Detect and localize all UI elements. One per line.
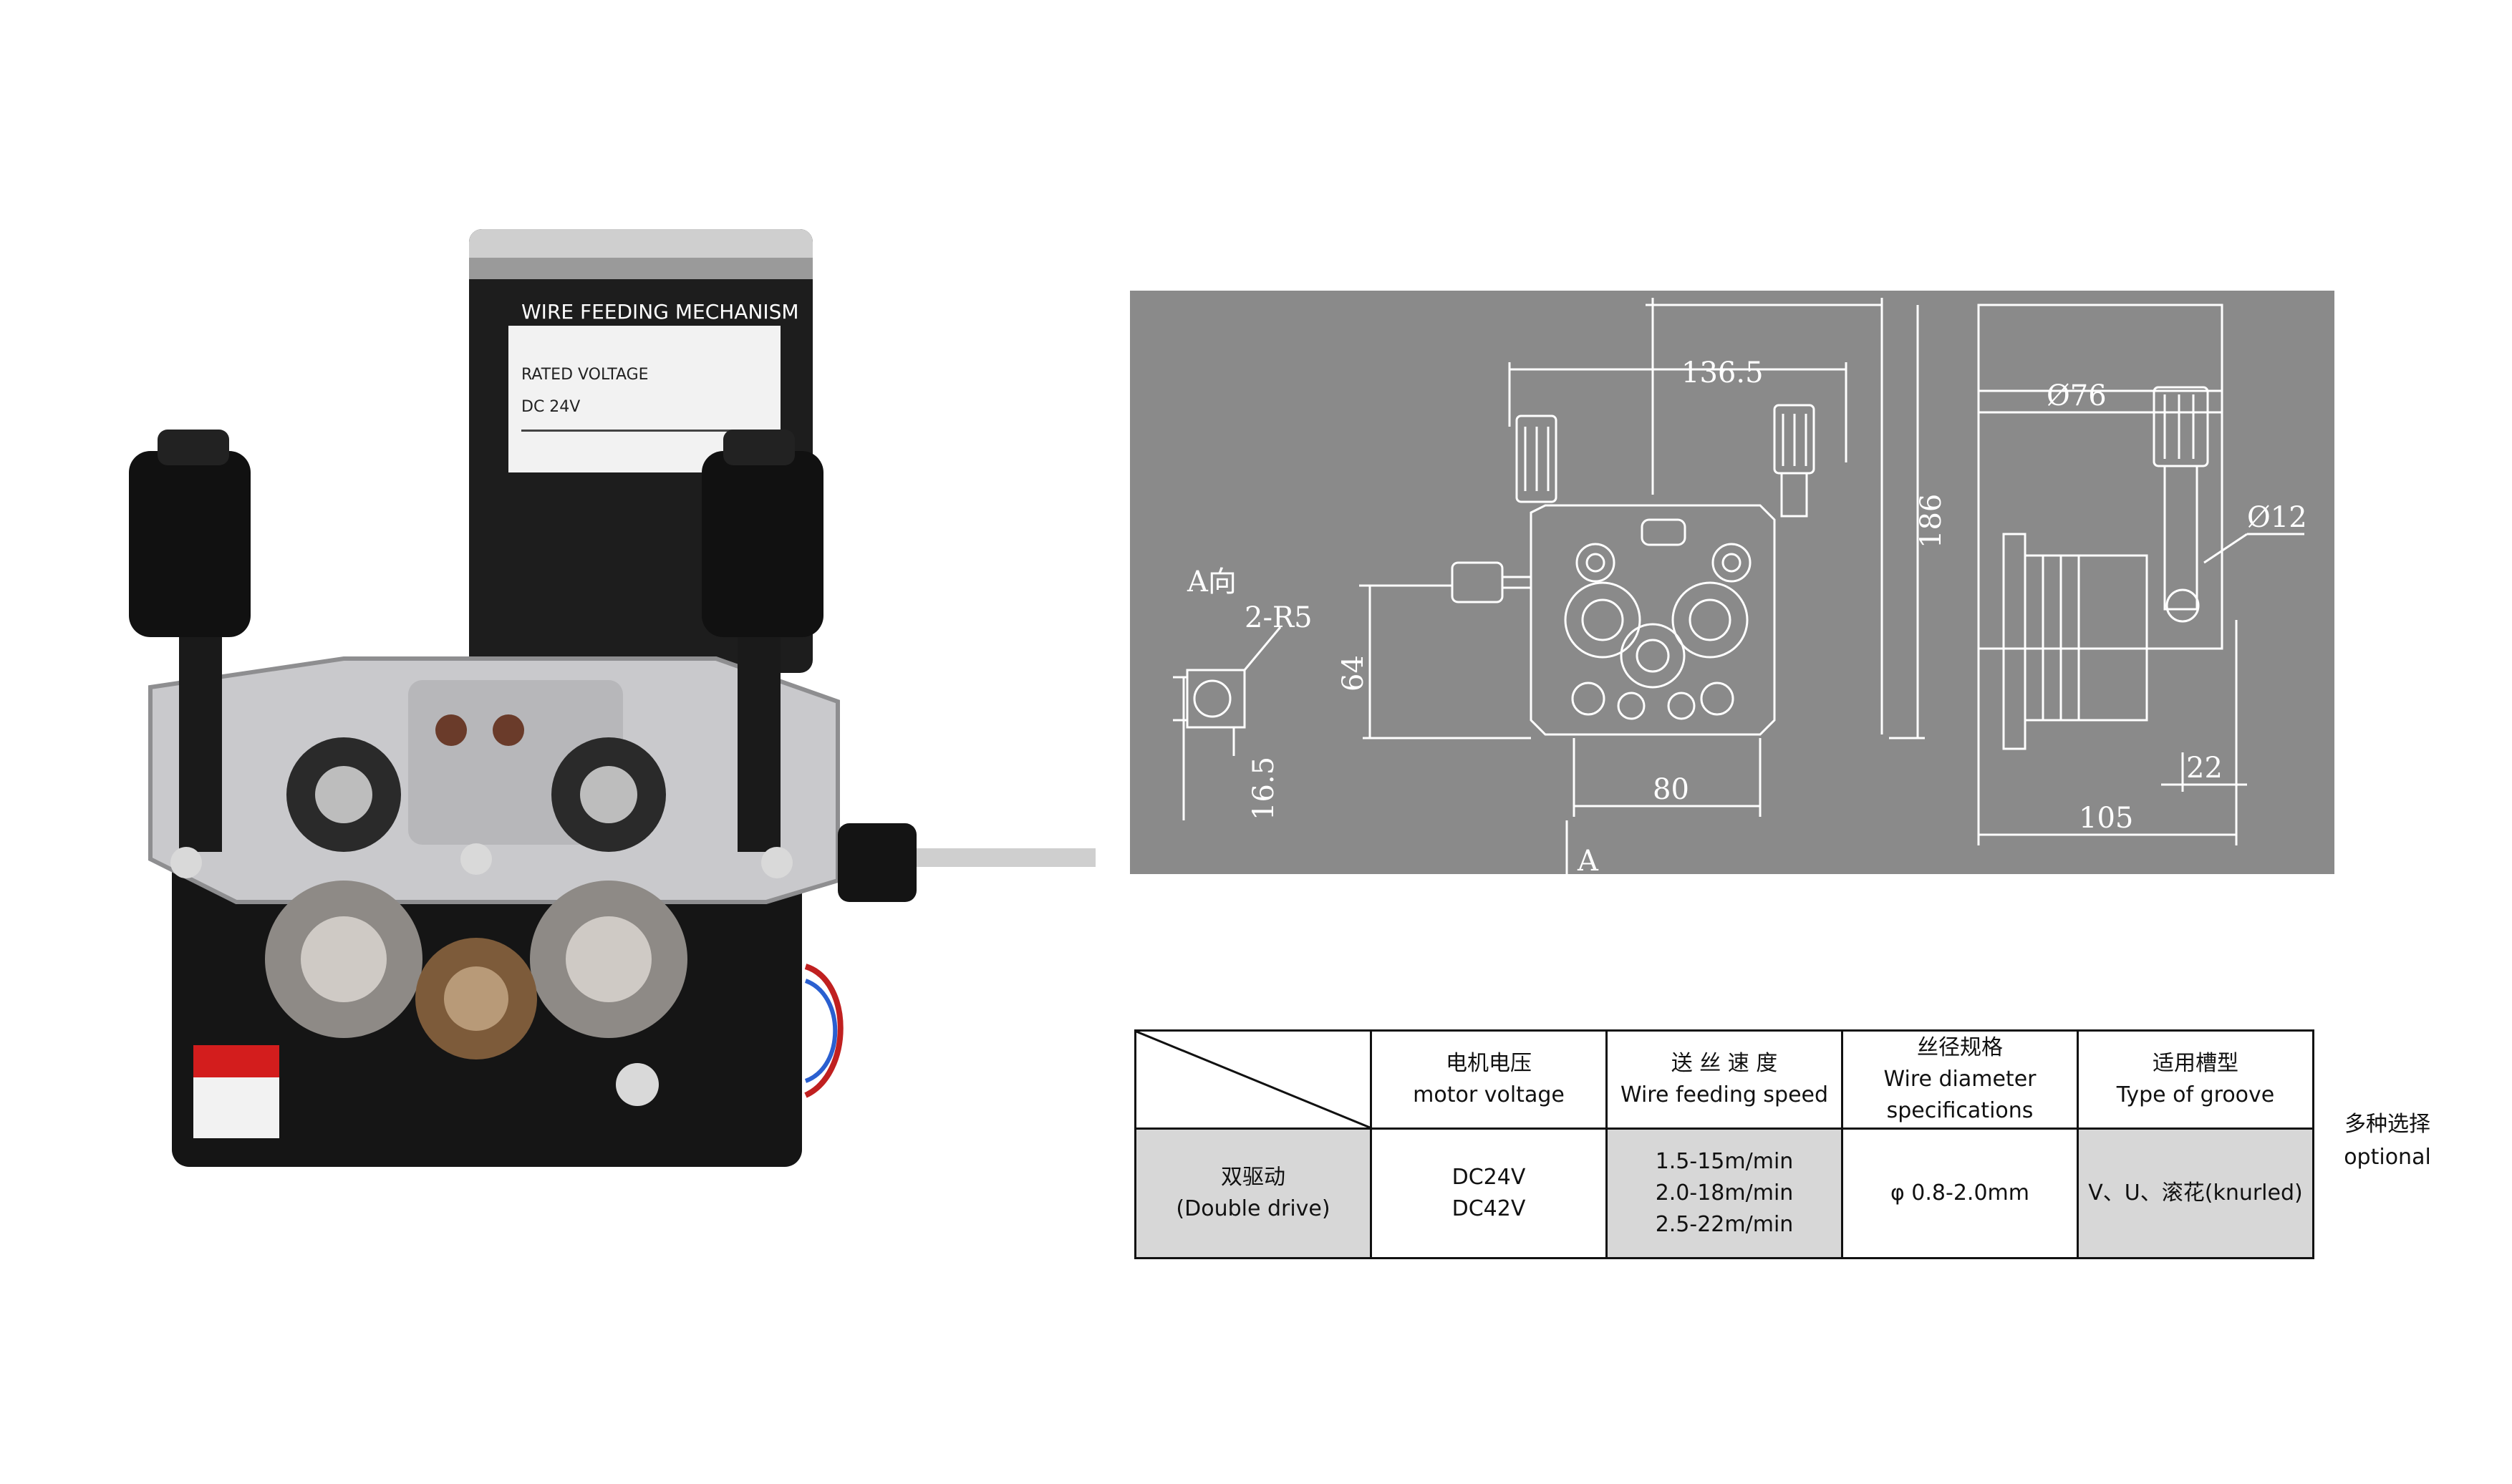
header-wire-speed-en: Wire feeding speed — [1620, 1082, 1829, 1107]
header-wire-speed-cn: 送 丝 速 度 — [1671, 1051, 1778, 1076]
groove-value: V、U、滚花(knurled) — [2088, 1180, 2303, 1206]
voltage-value: DC24V — [1451, 1165, 1526, 1190]
nameplate-voltage-label: RATED VOLTAGE — [521, 366, 649, 384]
header-groove-type: 适用槽型 Type of groove — [2077, 1029, 2314, 1130]
row-label-cell: 双驱动 (Double drive) — [1134, 1127, 1372, 1259]
technical-drawing: 136.5 186 64 80 16.5 2-R5 A向 A Ø76 Ø12 2… — [1130, 291, 2334, 874]
optional-note-en: optional — [2344, 1145, 2431, 1170]
optional-note: 多种选择 optional — [2316, 1108, 2459, 1174]
voltage-value: DC42V — [1451, 1196, 1526, 1221]
header-wire-diameter-cn: 丝径规格 — [1917, 1035, 2003, 1060]
dim-phi-76: Ø76 — [2047, 379, 2107, 412]
speed-cell: 1.5-15m/min 2.0-18m/min 2.5-22m/min — [1605, 1127, 1843, 1259]
nameplate-title: WIRE FEEDING MECHANISM — [521, 300, 799, 324]
header-motor-voltage-en: motor voltage — [1413, 1082, 1565, 1107]
row-label-en: (Double drive) — [1176, 1196, 1330, 1221]
dim-105: 105 — [2079, 802, 2133, 835]
spec-table: 电机电压 motor voltage 送 丝 速 度 Wire feeding … — [1134, 1029, 2314, 1259]
dim-136-5: 136.5 — [1681, 357, 1764, 389]
dim-186: 186 — [1915, 494, 1948, 548]
diameter-value: φ 0.8-2.0mm — [1890, 1180, 2030, 1206]
header-motor-voltage: 电机电压 motor voltage — [1370, 1029, 1608, 1130]
table-header-row: 电机电压 motor voltage 送 丝 速 度 Wire feeding … — [1134, 1029, 2314, 1130]
product-photo: WIRE FEEDING MECHANISM RATED VOLTAGE DC … — [107, 215, 1110, 1188]
groove-cell: V、U、滚花(knurled) — [2077, 1127, 2314, 1259]
row-label-cn: 双驱动 — [1221, 1165, 1285, 1190]
table-corner-cell — [1134, 1029, 1372, 1130]
header-motor-voltage-cn: 电机电压 — [1446, 1051, 1532, 1076]
dim-2-r5: 2-R5 — [1245, 601, 1313, 634]
dim-80: 80 — [1653, 773, 1689, 806]
speed-value: 2.5-22m/min — [1655, 1212, 1794, 1237]
header-groove-type-en: Type of groove — [2116, 1082, 2275, 1107]
header-wire-diameter: 丝径规格 Wire diameter specifications — [1841, 1029, 2079, 1130]
header-wire-speed: 送 丝 速 度 Wire feeding speed — [1605, 1029, 1843, 1130]
header-groove-type-cn: 适用槽型 — [2153, 1051, 2238, 1076]
speed-value: 1.5-15m/min — [1655, 1149, 1794, 1174]
speed-value: 2.0-18m/min — [1655, 1180, 1794, 1206]
table-row: 双驱动 (Double drive) DC24V DC42V 1.5-15m/m… — [1134, 1127, 2314, 1259]
voltage-cell: DC24V DC42V — [1370, 1127, 1608, 1259]
view-a-label: A向 — [1187, 566, 1237, 598]
arrow-a-label: A — [1577, 845, 1599, 874]
dim-22: 22 — [2186, 752, 2223, 785]
diameter-cell: φ 0.8-2.0mm — [1841, 1127, 2079, 1259]
header-wire-diameter-en2: specifications — [1886, 1098, 2034, 1123]
header-wire-diameter-en: Wire diameter — [1883, 1067, 2037, 1092]
dim-phi-12: Ø12 — [2247, 501, 2307, 534]
nameplate-voltage-value: DC 24V — [521, 398, 580, 416]
optional-note-cn: 多种选择 — [2344, 1112, 2430, 1137]
dim-64: 64 — [1337, 655, 1370, 692]
dim-16-5: 16.5 — [1247, 757, 1280, 820]
